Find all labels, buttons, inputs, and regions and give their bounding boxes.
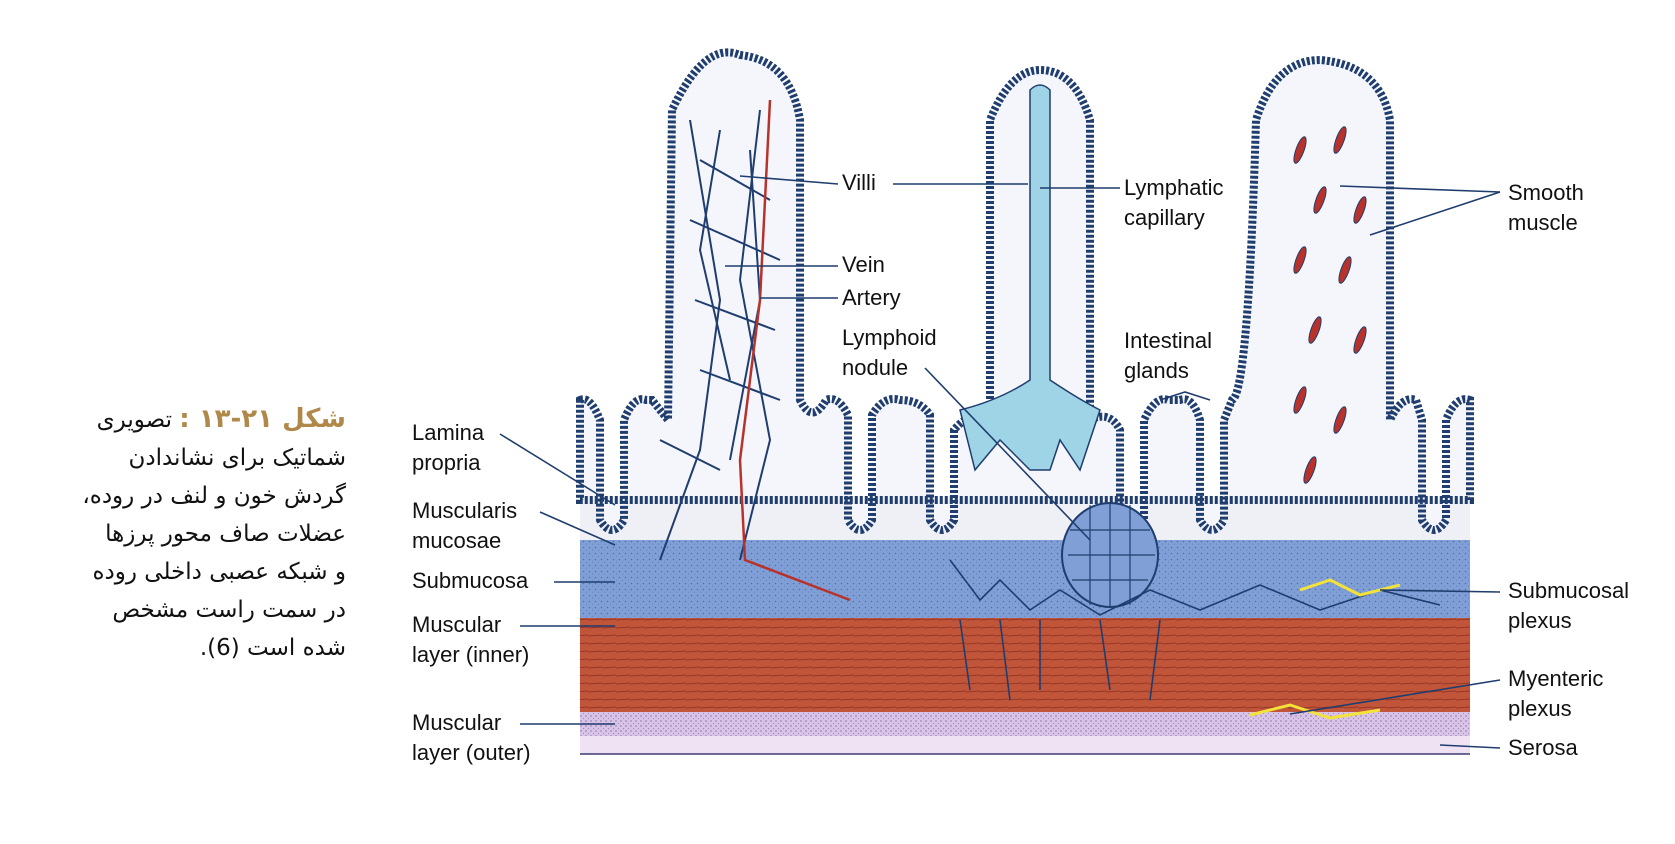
villus-1-vessels [659, 109, 781, 561]
label-lymphoid-nodule-1: Lymphoid [842, 325, 937, 350]
label-artery: Artery [842, 285, 901, 310]
label-myenteric-plexus-1: Myenteric [1508, 666, 1603, 691]
caption-line-7: شده است (6). [199, 635, 346, 661]
label-muscular-inner-1: Muscular [412, 612, 501, 637]
label-villi: Villi [842, 170, 876, 195]
leader-smooth-muscle-a [1339, 185, 1501, 193]
label-myenteric-plexus-2: plexus [1508, 696, 1572, 721]
muscular-inner-texture [580, 618, 1470, 714]
caption-line-6: در سمت راست مشخص [112, 597, 346, 623]
submucosa-vessel-network [949, 559, 1441, 701]
label-lymphatic-capillary-2: capillary [1124, 205, 1205, 230]
mucosa-surface [576, 48, 1474, 534]
leader-myenteric-plexus [1289, 679, 1501, 715]
caption-line-1: تصویری [96, 407, 172, 433]
label-muscular-outer-1: Muscular [412, 710, 501, 735]
leader-muscularis-mucosae [539, 511, 616, 546]
leader-intestinal-glands [1159, 391, 1211, 401]
figure-number: شکل ۲۱-۱۳ : [179, 404, 346, 434]
label-submucosa: Submucosa [412, 568, 529, 593]
figure-caption: شکل ۲۱-۱۳ : تصویری شماتیک برای نشاندادن … [16, 400, 346, 667]
label-lymphatic-capillary-1: Lymphatic [1124, 175, 1223, 200]
label-lamina-propria-2: propria [412, 450, 481, 475]
artery-vessel [738, 99, 851, 602]
leader-smooth-muscle-b [1369, 191, 1501, 236]
label-submucosal-plexus-1: Submucosal [1508, 578, 1629, 603]
label-lamina-propria-1: Lamina [412, 420, 485, 445]
caption-line-5: و شبکه عصبی داخلی روده [92, 559, 346, 585]
label-muscularis-mucosae-2: mucosae [412, 528, 501, 553]
label-intestinal-glands-1: Intestinal [1124, 328, 1212, 353]
serosa-layer [580, 736, 1470, 754]
label-serosa: Serosa [1508, 735, 1578, 760]
lymphoid-nodule [1061, 502, 1159, 608]
smooth-muscle-cells [1293, 126, 1367, 484]
label-vein: Vein [842, 252, 885, 277]
caption-line-2: شماتیک برای نشاندادن [128, 445, 346, 471]
leader-lamina-propria [499, 433, 616, 506]
label-muscular-outer-2: layer (outer) [412, 740, 531, 765]
label-submucosal-plexus-2: plexus [1508, 608, 1572, 633]
leader-villi-left [739, 175, 839, 185]
caption-line-3: گردش خون و لنف در روده، [82, 483, 346, 509]
leader-submucosal-plexus [1379, 589, 1501, 593]
leader-lymphoid-nodule [924, 367, 1091, 541]
label-smooth-muscle-1: Smooth [1508, 180, 1584, 205]
label-muscularis-mucosae-1: Muscularis [412, 498, 517, 523]
submucosa-texture [580, 540, 1470, 620]
lymphatic-capillary [959, 84, 1101, 472]
label-smooth-muscle-2: muscle [1508, 210, 1578, 235]
label-lymphoid-nodule-2: nodule [842, 355, 908, 380]
caption-line-4: عضلات صاف محور پرزها [105, 521, 346, 547]
label-muscular-inner-2: layer (inner) [412, 642, 529, 667]
leader-serosa [1439, 744, 1501, 749]
label-intestinal-glands-2: glands [1124, 358, 1189, 383]
